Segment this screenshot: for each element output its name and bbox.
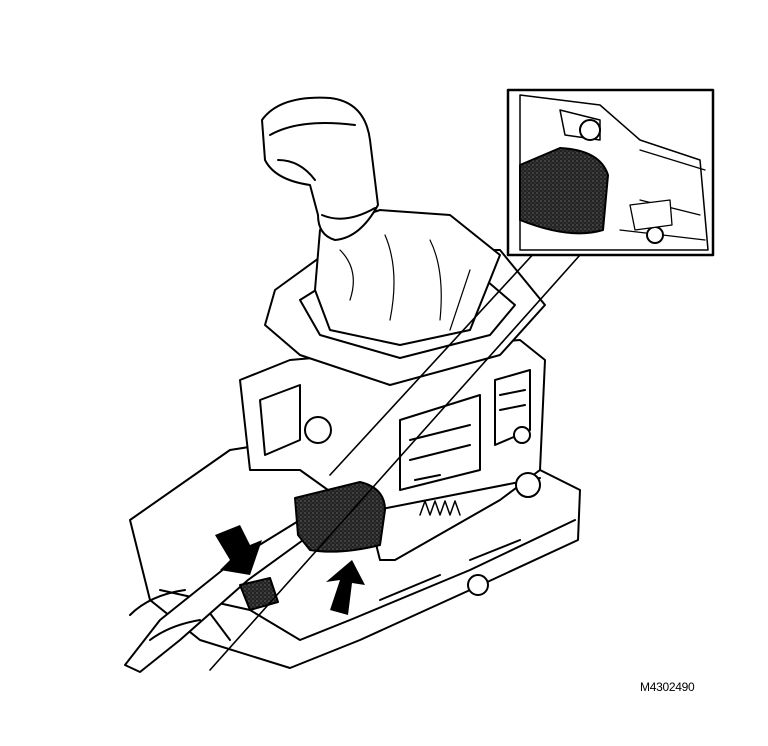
pivot-bolt [304, 416, 332, 444]
frame-bolt [513, 426, 531, 444]
base-lip [159, 519, 576, 641]
lower-bolt [467, 574, 489, 596]
frame-inner [259, 369, 531, 491]
inset-detail-drawing [519, 94, 709, 251]
cable-end-fitting [515, 472, 541, 498]
figure-reference-code: M4302490 [640, 680, 695, 694]
knob-collar [321, 207, 376, 220]
shift-cable-sleeve [129, 589, 201, 641]
inset-clip-highlight [519, 147, 609, 235]
lower-clip-highlight [239, 577, 279, 611]
shift-knob [261, 96, 379, 241]
shift-boot [314, 209, 501, 346]
knob-top [269, 121, 356, 181]
boot-folds [339, 234, 471, 331]
press-arrow-up [326, 560, 365, 615]
frame-slots [409, 389, 526, 481]
callout-leader-lower [209, 254, 581, 671]
press-arrow-left [215, 525, 262, 575]
cable-spring [419, 500, 461, 516]
callout-leader-upper [329, 224, 561, 476]
